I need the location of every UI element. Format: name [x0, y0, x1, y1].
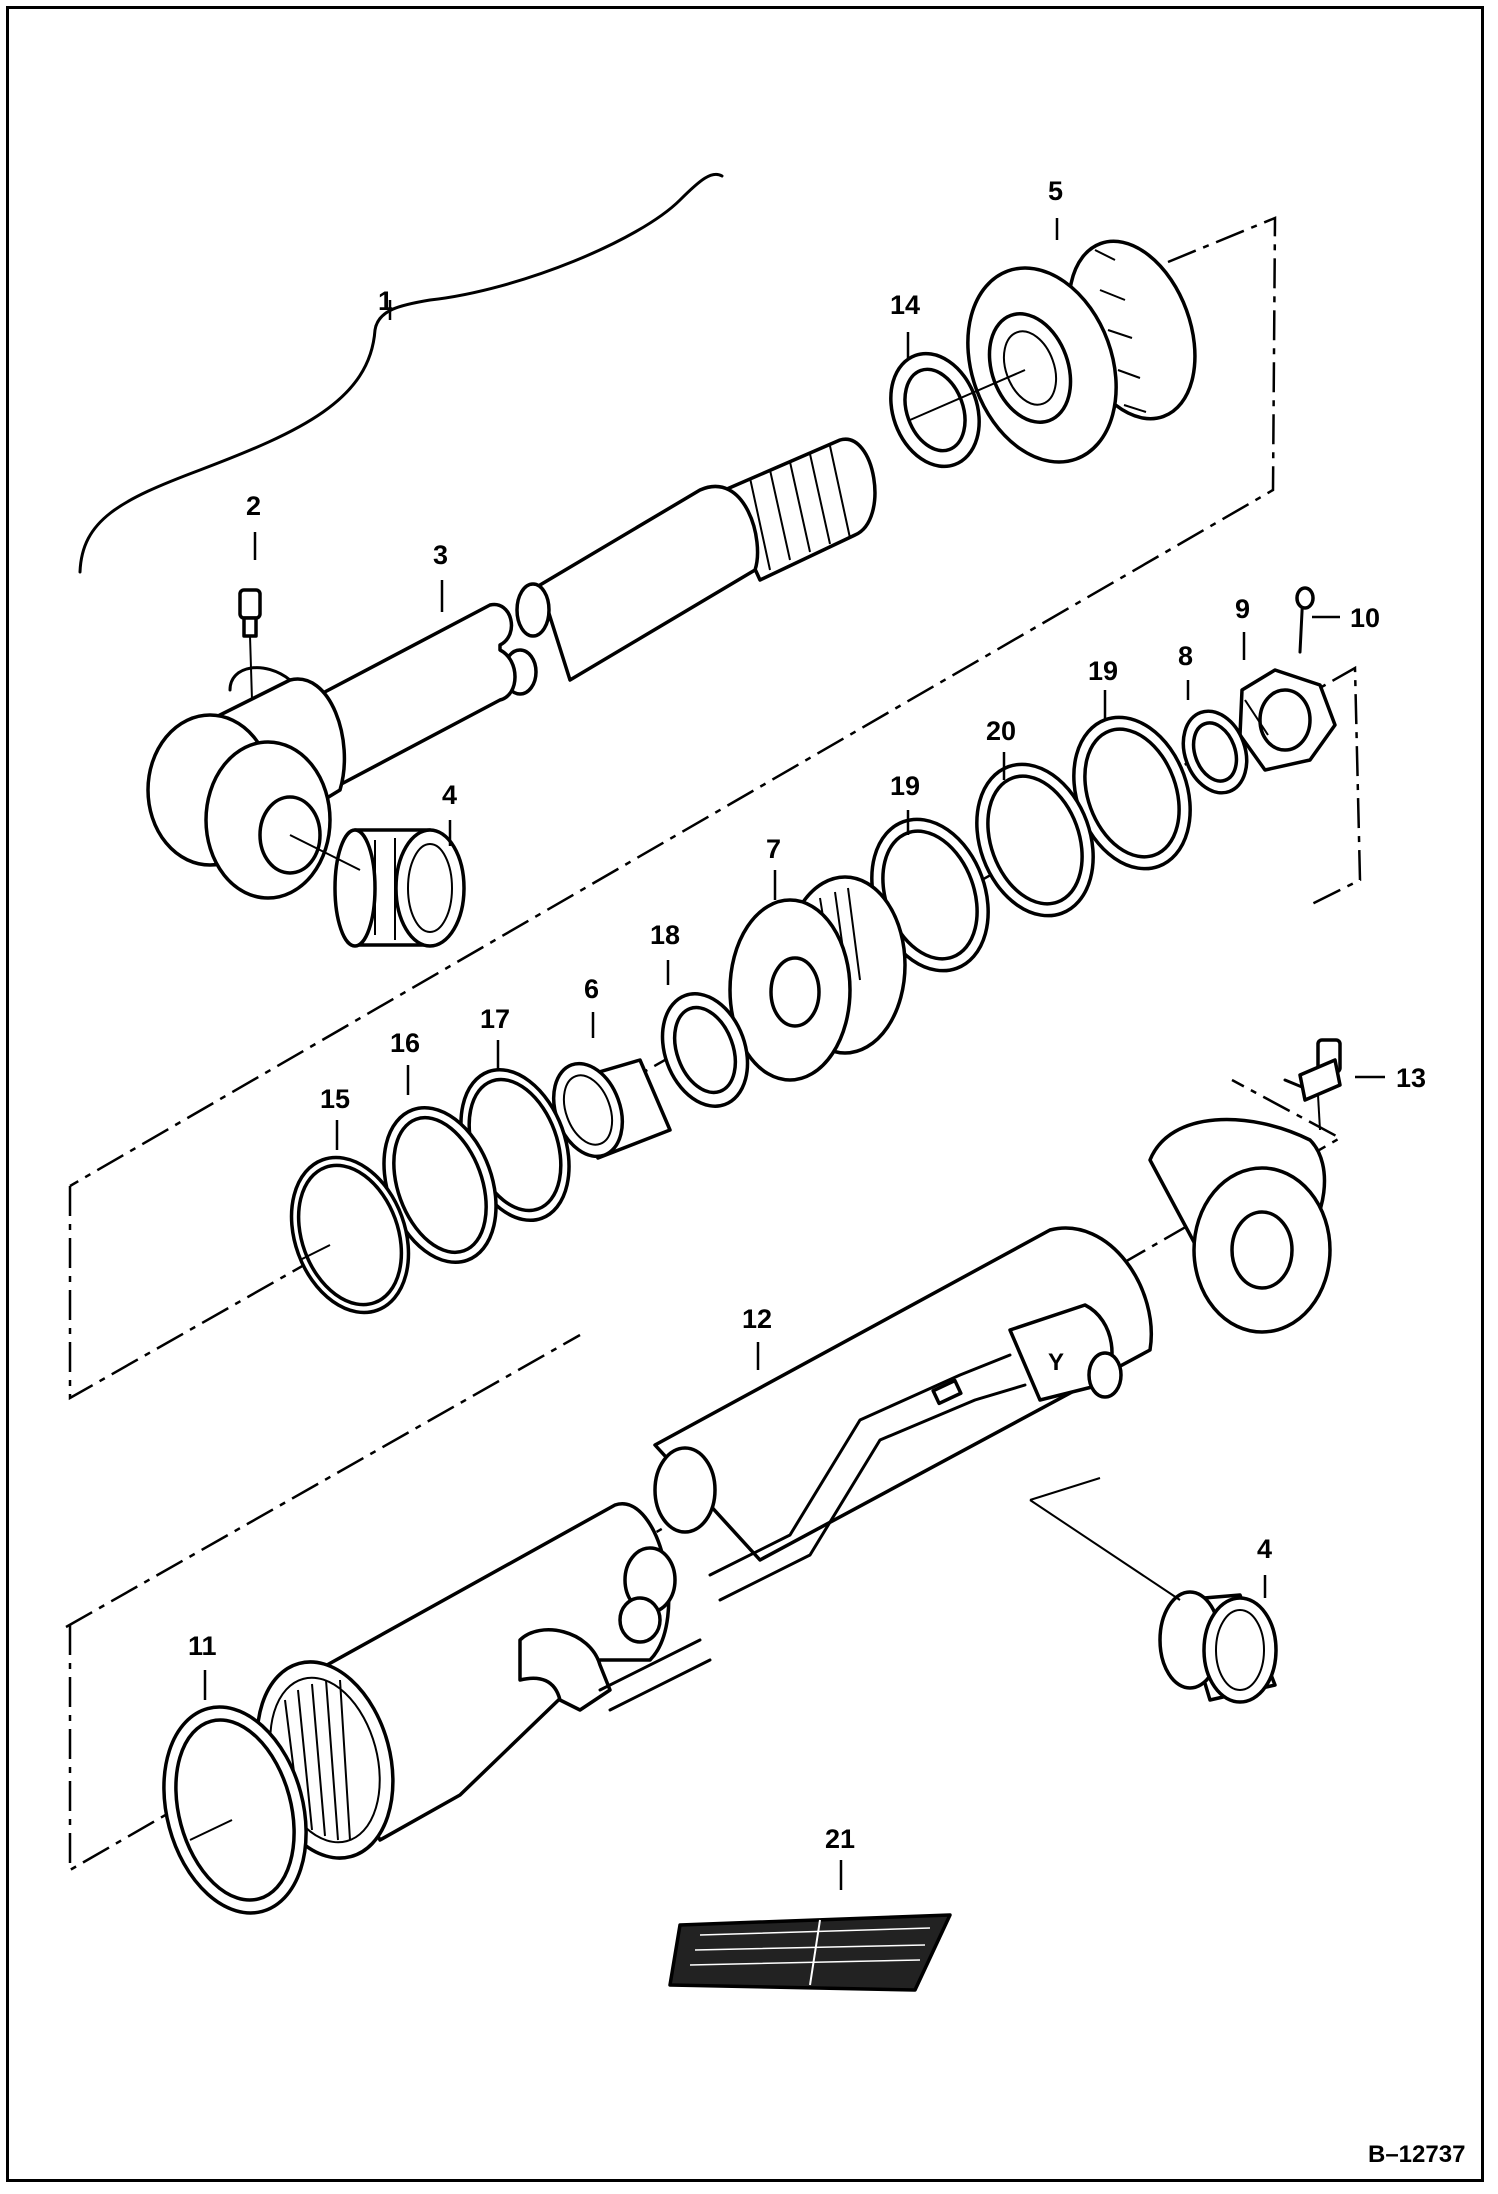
callout-21: 21	[825, 1824, 855, 1854]
barrel-axis	[1029, 1499, 1181, 1601]
callout-labels: 1 2 3 4 5 14 9 10 8 19 20 19 7 18 6 17 1…	[188, 176, 1426, 1854]
callout-6: 6	[584, 974, 599, 1004]
seal-axis	[299, 1244, 331, 1261]
assembly-brace	[78, 172, 724, 574]
grease-fitting-upper	[228, 588, 292, 701]
bushing-upper	[333, 828, 466, 948]
callout-8: 8	[1178, 641, 1193, 671]
figure-reference-code: B–12737	[1368, 2141, 1465, 2168]
callout-4-lower: 4	[1257, 1534, 1272, 1564]
callout-4-upper: 4	[442, 780, 457, 810]
leader-lines	[203, 218, 1385, 1890]
piston	[728, 875, 907, 1082]
rod-eye	[146, 677, 347, 900]
callout-18: 18	[650, 920, 680, 950]
spacer-6	[551, 1058, 672, 1160]
cylinder-barrel: Y	[255, 1117, 1332, 1860]
callout-9: 9	[1235, 594, 1250, 624]
callout-16: 16	[390, 1028, 420, 1058]
callout-12: 12	[742, 1304, 772, 1334]
callout-11: 11	[188, 1631, 217, 1661]
decal	[668, 1913, 952, 1992]
callout-7: 7	[766, 834, 781, 864]
grease-fitting-lower	[1283, 1038, 1342, 1131]
callout-15: 15	[320, 1084, 350, 1114]
callout-1: 1	[378, 286, 393, 316]
barrel-axis-stub	[1029, 1477, 1101, 1501]
wear-ring-19-right	[1072, 715, 1192, 871]
tube-seal	[162, 1705, 308, 1915]
ring-8	[1181, 709, 1249, 795]
bushing-lower	[1158, 1590, 1278, 1704]
callout-5: 5	[1048, 176, 1063, 206]
callout-19-right: 19	[1088, 656, 1118, 686]
callout-3: 3	[433, 540, 448, 570]
o-ring-15	[289, 1155, 411, 1315]
callout-20: 20	[986, 716, 1016, 746]
callout-13: 13	[1396, 1063, 1426, 1093]
port-mark: Y	[1048, 1349, 1064, 1376]
backup-ring-16	[382, 1105, 498, 1265]
lock-nut	[1238, 668, 1337, 772]
seal-18	[660, 992, 750, 1108]
piston-seal-20	[975, 762, 1095, 918]
callout-14: 14	[890, 290, 920, 320]
callout-19-left: 19	[890, 771, 920, 801]
cotter-pin	[1295, 586, 1315, 654]
callout-2: 2	[246, 491, 261, 521]
eye-axis	[289, 834, 361, 871]
callout-10: 10	[1350, 603, 1380, 633]
gland-head	[966, 239, 1197, 464]
rod-axis-upper	[909, 369, 1026, 421]
tube-axis	[189, 1819, 233, 1841]
callout-17: 17	[480, 1004, 510, 1034]
piston-rod	[298, 437, 877, 792]
